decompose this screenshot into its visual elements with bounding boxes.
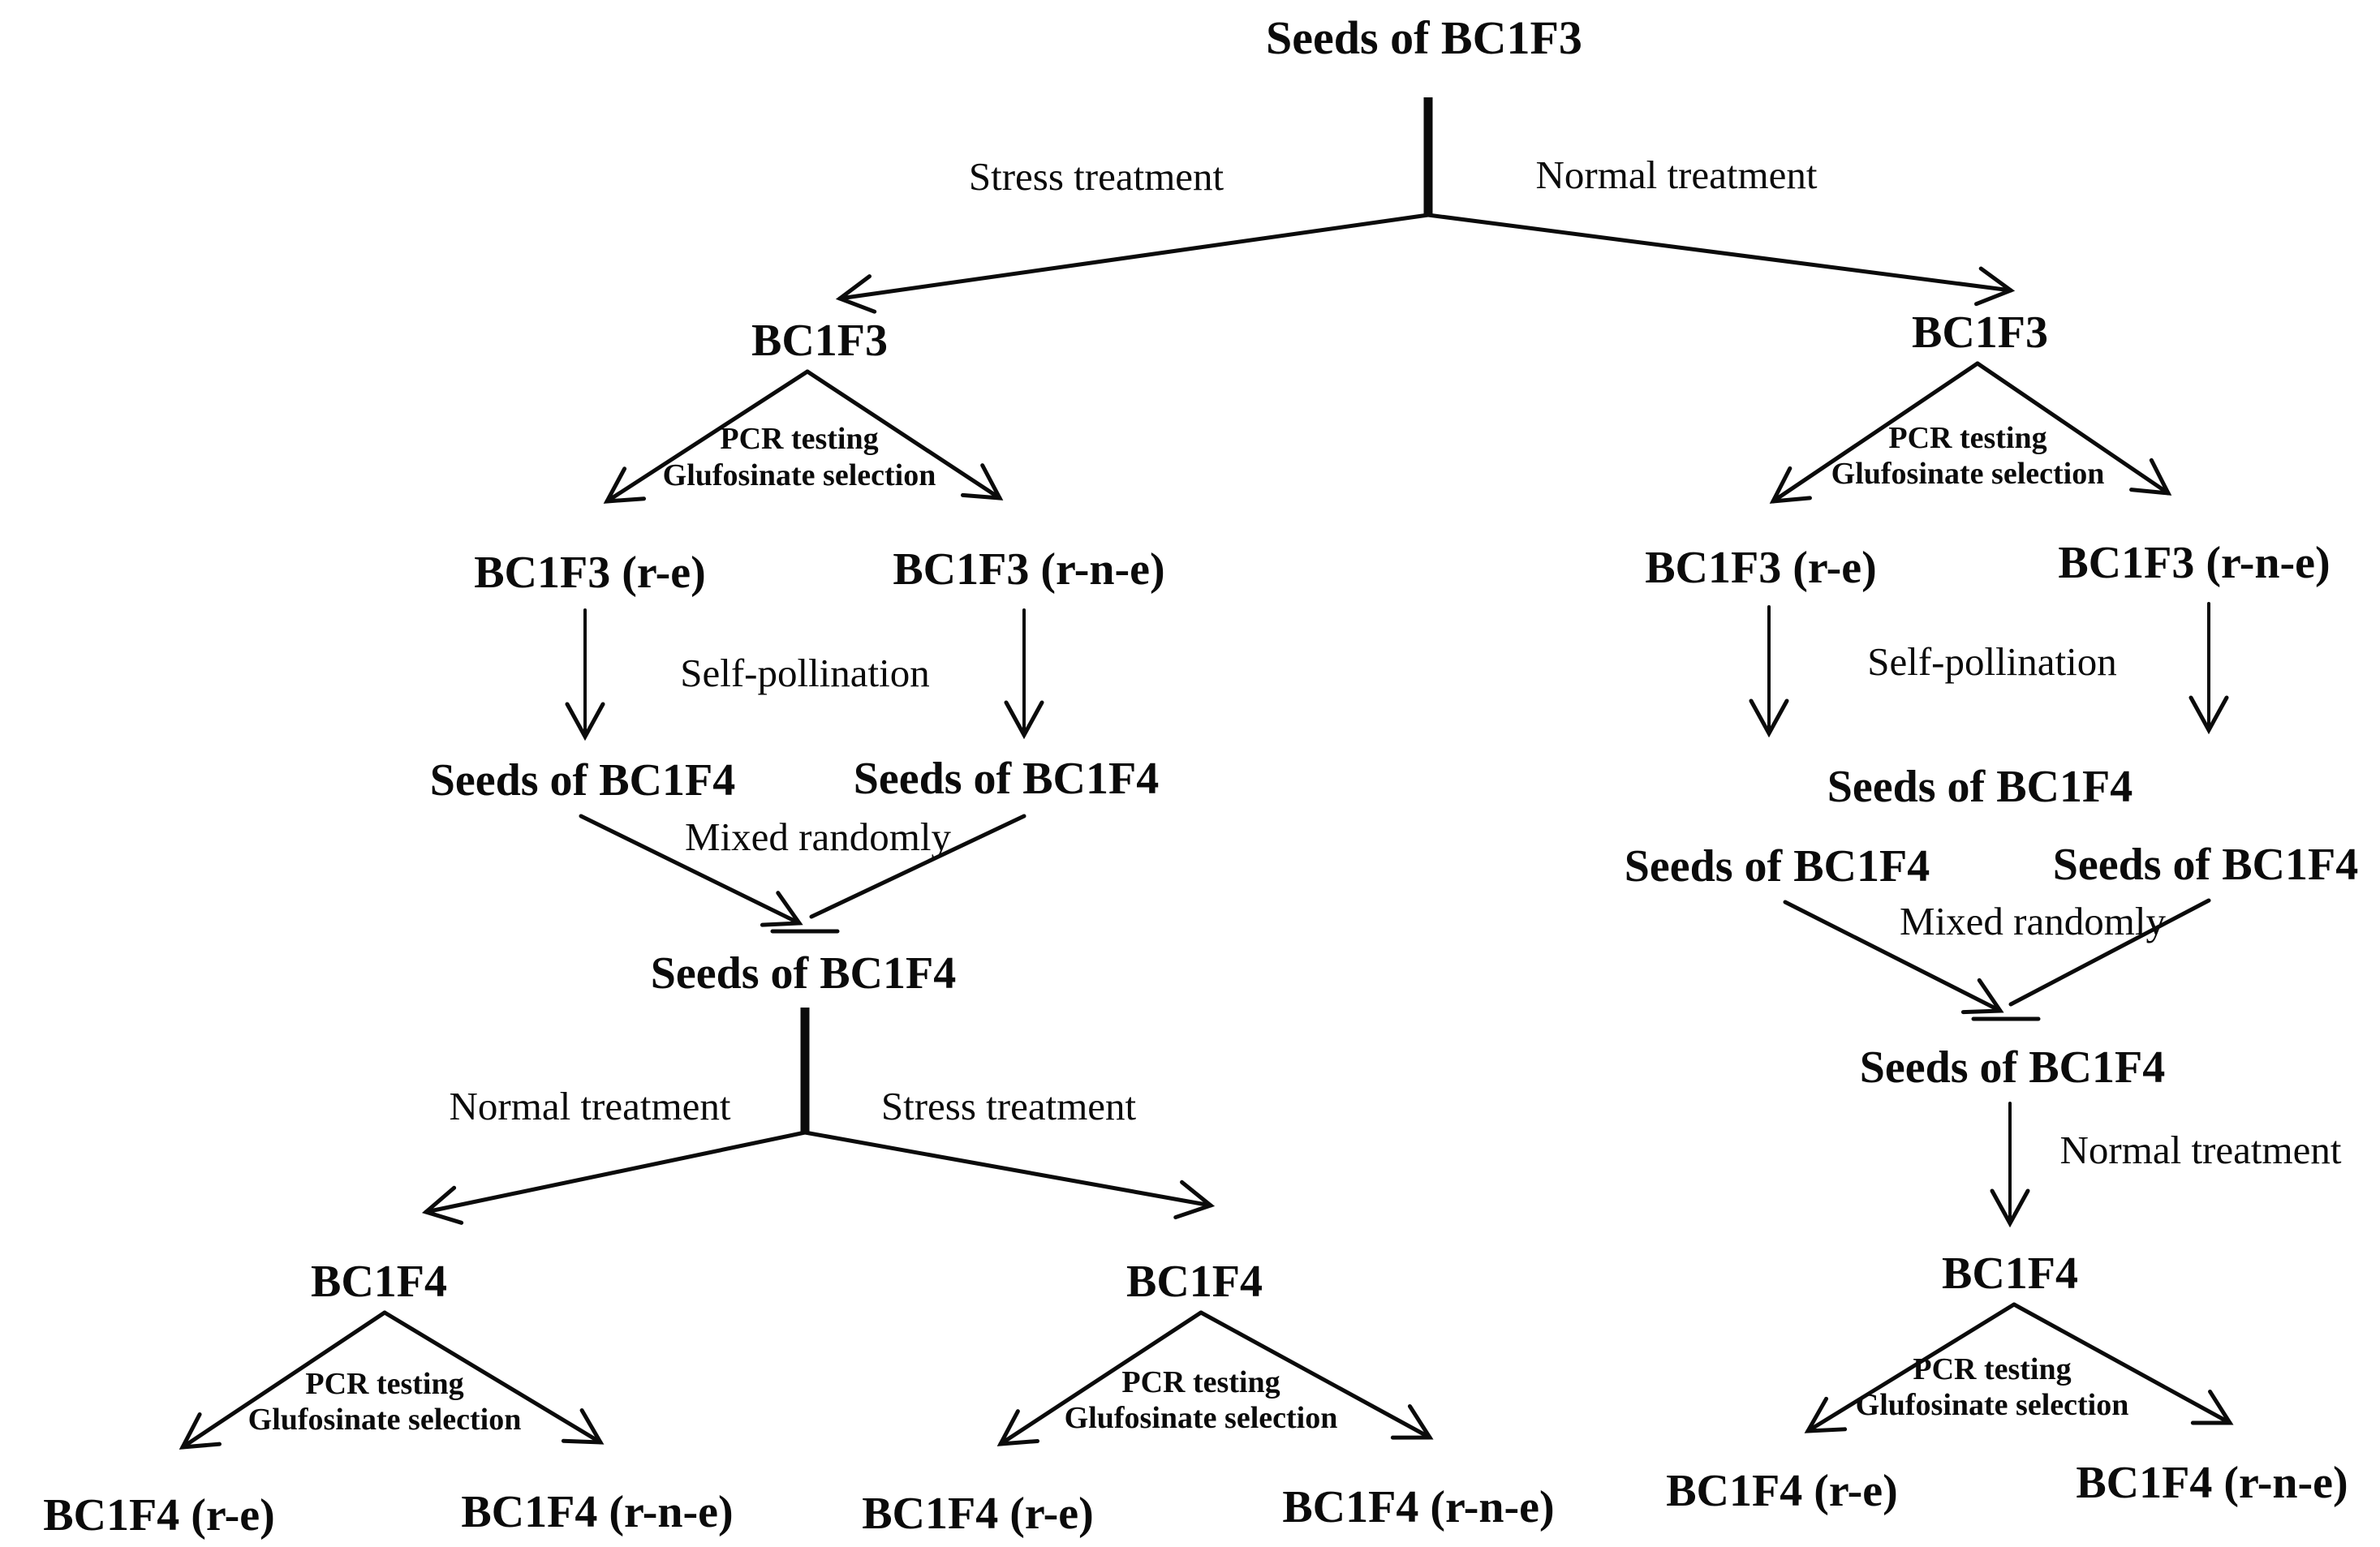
- stress-seeds-left-node: Seeds of BC1F4: [430, 755, 735, 806]
- normal-mixed-randomly-label: Mixed randomly: [1900, 899, 2166, 943]
- normal-mix-arrow-left: [1783, 900, 2004, 1015]
- stress-branch2-arrow-left: [421, 1130, 807, 1225]
- stress-normal-glufosinate-label: Glufosinate selection: [248, 1403, 522, 1437]
- stress-stress-selection-arrow-right: [1199, 1310, 1434, 1440]
- normal-pcr-testing-label: PCR testing: [1888, 421, 2046, 455]
- normal-sub-re-node: BC1F4 (r-e): [1666, 1466, 1898, 1516]
- stress-stress-re-node: BC1F4 (r-e): [862, 1489, 1094, 1539]
- stress-bc1f3-node: BC1F3: [751, 316, 888, 366]
- stress-normal-selection-arrow-left: [179, 1310, 387, 1450]
- stress-normal-re-node: BC1F4 (r-e): [43, 1490, 275, 1541]
- stress-stress-bc1f4-node: BC1F4: [1126, 1257, 1263, 1307]
- normal-sub-glufosinate-label: Glufosinate selection: [1856, 1388, 2129, 1422]
- normal-glufosinate-label: Glufosinate selection: [1831, 457, 2105, 491]
- normal-sub-pcr-testing-label: PCR testing: [1913, 1352, 2071, 1386]
- normal-rne-node: BC1F3 (r-n-e): [2058, 538, 2330, 588]
- branch-arrow-normal: [1426, 213, 2016, 307]
- stress-seeds-right-node: Seeds of BC1F4: [854, 754, 1159, 804]
- stress-seeds-mixed-node: Seeds of BC1F4: [651, 948, 956, 999]
- stress-selfpoll-label: Self-pollination: [680, 651, 930, 695]
- stress-glufosinate-label: Glufosinate selection: [663, 458, 936, 492]
- stress-selection-arrow-left: [603, 369, 810, 504]
- stress-stress-rne-node: BC1F4 (r-n-e): [1282, 1482, 1554, 1532]
- root-node-label: Seeds of BC1F3: [1266, 11, 1582, 64]
- stress-re-node: BC1F3 (r-e): [474, 548, 706, 598]
- stress-branch2-stress-label: Stress treatment: [881, 1084, 1137, 1128]
- stress-branch2-normal-label: Normal treatment: [450, 1084, 731, 1128]
- stress-stress-selection-arrow-left: [996, 1310, 1203, 1446]
- normal-sub-selection-arrow-left: [1804, 1302, 2016, 1433]
- normal-treatment-label: Normal treatment: [1536, 153, 1818, 197]
- stress-rne-node: BC1F3 (r-n-e): [893, 544, 1164, 595]
- stress-stress-pcr-testing-label: PCR testing: [1121, 1365, 1280, 1399]
- stress-pcr-testing-label: PCR testing: [720, 422, 878, 456]
- stress-normal-pcr-testing-label: PCR testing: [305, 1367, 463, 1401]
- stress-stress-glufosinate-label: Glufosinate selection: [1065, 1401, 1338, 1435]
- normal-bc1f4-node: BC1F4: [1942, 1248, 2078, 1299]
- stress-treatment-label: Stress treatment: [969, 154, 1224, 199]
- normal-seeds-right-node: Seeds of BC1F4: [2053, 840, 2358, 890]
- stress-normal-selection-arrow-right: [382, 1310, 605, 1445]
- normal-re-node: BC1F3 (r-e): [1645, 543, 1877, 593]
- stress-mixed-randomly-label: Mixed randomly: [685, 814, 951, 859]
- normal-sub-selection-arrow-right: [2012, 1302, 2234, 1425]
- stress-mix-arrow-right: [809, 814, 1026, 919]
- stress-normal-bc1f4-node: BC1F4: [311, 1257, 447, 1307]
- normal-selfpoll-label: Self-pollination: [1867, 639, 2117, 684]
- normal-selection-arrow-left: [1769, 361, 1980, 504]
- normal-mix-arrow-right: [2008, 898, 2211, 1007]
- stress-mix-arrow-left: [579, 814, 803, 927]
- normal-seeds-mixed-node: Seeds of BC1F4: [1860, 1042, 2165, 1093]
- stress-branch2-arrow-right: [803, 1130, 1216, 1220]
- normal-bc1f3-node: BC1F3: [1912, 307, 2048, 358]
- normal-treatment2-label: Normal treatment: [2060, 1128, 2342, 1172]
- branch-arrow-stress: [835, 213, 1431, 314]
- stress-selection-arrow-right: [805, 369, 1004, 501]
- normal-seeds-left-node: Seeds of BC1F4: [1625, 841, 1930, 892]
- normal-seeds-center-node: Seeds of BC1F4: [1827, 762, 2133, 812]
- normal-sub-rne-node: BC1F4 (r-n-e): [2076, 1458, 2348, 1508]
- normal-selection-arrow-right: [1975, 361, 2172, 496]
- stress-normal-rne-node: BC1F4 (r-n-e): [461, 1487, 733, 1537]
